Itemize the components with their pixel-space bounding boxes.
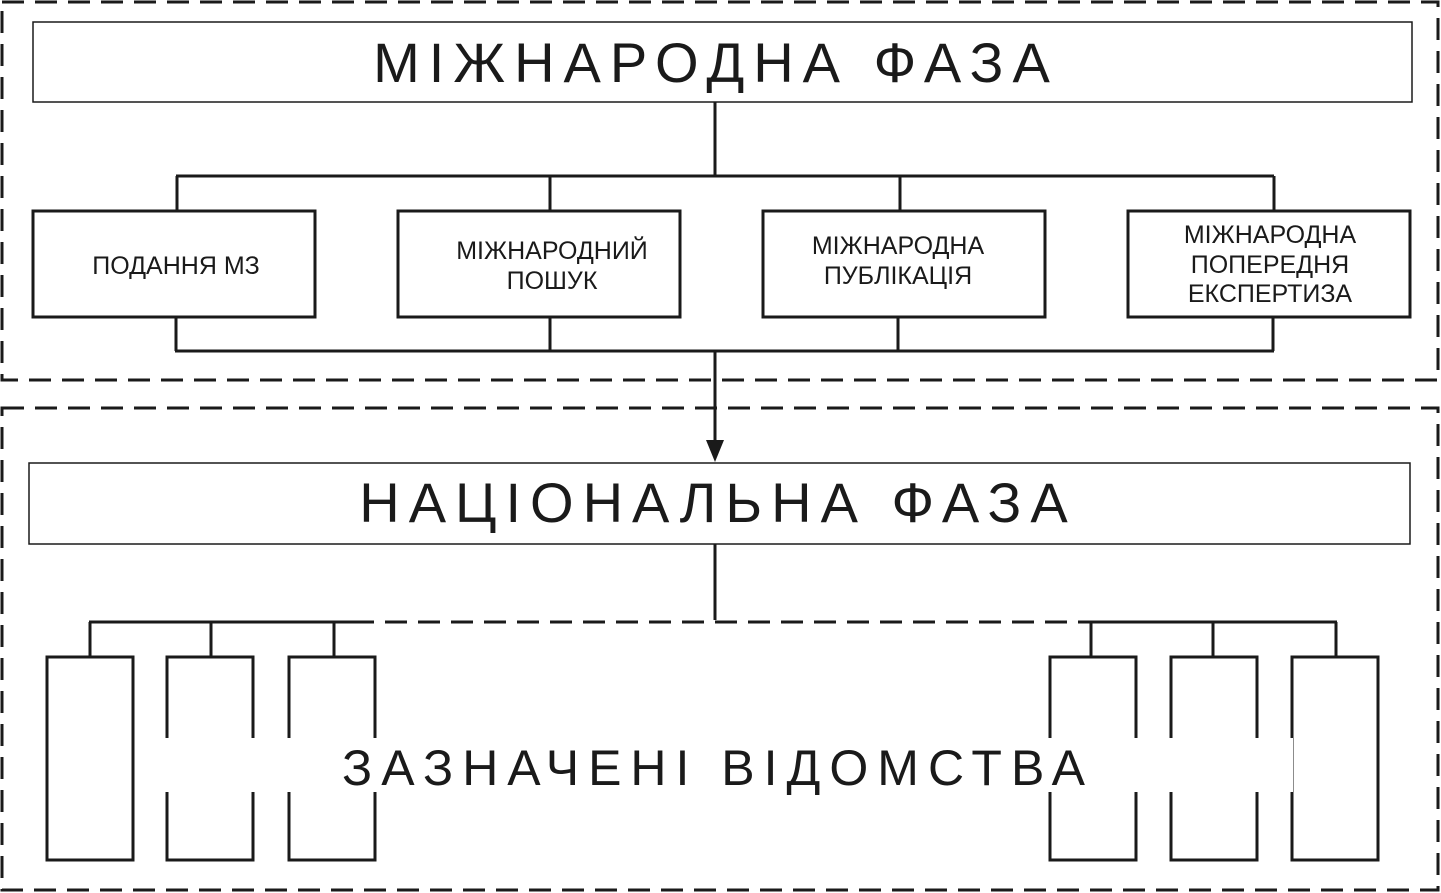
stage-4-label-line-3: ЕКСПЕРТИЗА bbox=[1188, 280, 1353, 308]
national-phase-title-box bbox=[28, 462, 1411, 545]
stage-2-label-line-1: МІЖНАРОДНИЙ bbox=[456, 235, 648, 265]
stage-4-international-preliminary-examination: МІЖНАРОДНА ПОПЕРЕДНЯ ЕКСПЕРТИЗА bbox=[1126, 209, 1412, 319]
stage-3-box bbox=[761, 209, 1047, 319]
stage-1-submission: ПОДАННЯ МЗ bbox=[31, 209, 317, 319]
stage-2-box bbox=[396, 209, 682, 319]
stage-3-label-line-1: МІЖНАРОДНА bbox=[812, 232, 985, 260]
stage-4-label-line-2: ПОПЕРЕДНЯ bbox=[1191, 251, 1349, 279]
designated-offices-label: ЗАЗНАЧЕНІ ВІДОМСТВА bbox=[342, 740, 1094, 796]
stage-1-box bbox=[31, 209, 317, 319]
international-phase-title-box bbox=[32, 21, 1413, 103]
stage-3-international-publication: МІЖНАРОДНА ПУБЛІКАЦІЯ bbox=[761, 209, 1047, 319]
offices-label-backdrop bbox=[145, 738, 1293, 792]
stage-4-box bbox=[1126, 209, 1412, 319]
stage-1-label-line-1: ПОДАННЯ МЗ bbox=[92, 252, 260, 280]
stage-3-label-line-2: ПУБЛІКАЦІЯ bbox=[824, 262, 972, 290]
international-phase-frame bbox=[0, 0, 1440, 382]
stage-2-international-search: МІЖНАРОДНИЙ ПОШУК bbox=[396, 209, 682, 319]
stage-2-label-line-2: ПОШУК bbox=[507, 267, 598, 295]
national-phase-title: НАЦІОНАЛЬНА ФАЗА bbox=[359, 471, 1076, 534]
international-phase-title: МІЖНАРОДНА ФАЗА bbox=[373, 31, 1059, 94]
office-box-right-3 bbox=[1290, 655, 1380, 862]
office-box-left-1 bbox=[45, 655, 135, 862]
phase-transition-arrow-head bbox=[706, 440, 724, 462]
stage-4-label-line-1: МІЖНАРОДНА bbox=[1184, 221, 1357, 249]
